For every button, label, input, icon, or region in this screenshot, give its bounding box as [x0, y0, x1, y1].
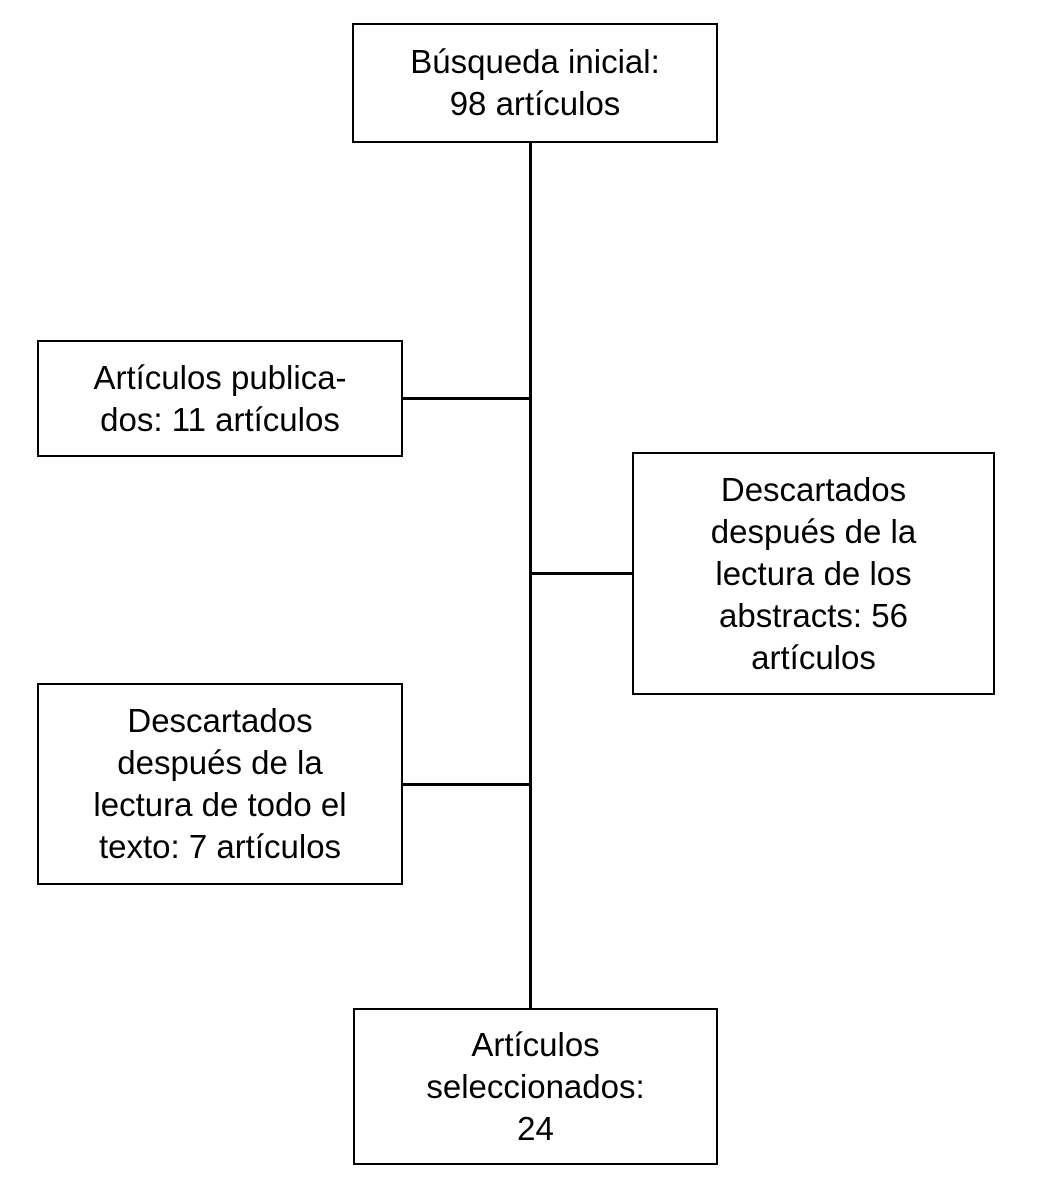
box-text-line: Búsqueda inicial: — [410, 43, 660, 80]
box-published-articles: Artículos publica- dos: 11 artículos — [37, 340, 403, 457]
box-selected-articles: Artículos seleccionados: 24 — [353, 1008, 718, 1165]
box-text-line: artículos — [751, 638, 876, 676]
box-text-line: 24 — [517, 1109, 554, 1147]
box-text-line: abstracts: 56 — [719, 596, 908, 634]
box-text-line: después de la — [710, 512, 917, 550]
box-text-line: texto: 7 artículos — [98, 828, 342, 865]
connector-branch-published — [403, 397, 530, 400]
box-discarded-after-fulltext: Descartados después de la lectura de tod… — [37, 683, 403, 885]
box-text-line: Descartados — [127, 702, 313, 739]
box-text-line: seleccionados: — [426, 1067, 645, 1105]
box-text-line: dos: 11 artículos — [100, 400, 340, 438]
box-text-line: Descartados — [720, 470, 907, 508]
box-initial-search: Búsqueda inicial: 98 artículos — [352, 23, 718, 143]
box-text-line: 98 artículos — [449, 85, 621, 122]
connector-branch-abstracts — [530, 572, 632, 575]
box-text-line: después de la — [117, 744, 323, 781]
box-text-line: Artículos publica- — [93, 358, 347, 396]
box-discarded-after-abstracts: Descartados después de la lectura de los… — [632, 452, 995, 695]
connector-trunk-vertical — [529, 143, 532, 1008]
box-text-line: lectura de los — [715, 554, 912, 592]
box-text-line: lectura de todo el — [93, 786, 347, 823]
box-text-line: Artículos — [471, 1025, 600, 1063]
connector-branch-fulltext — [403, 783, 530, 786]
